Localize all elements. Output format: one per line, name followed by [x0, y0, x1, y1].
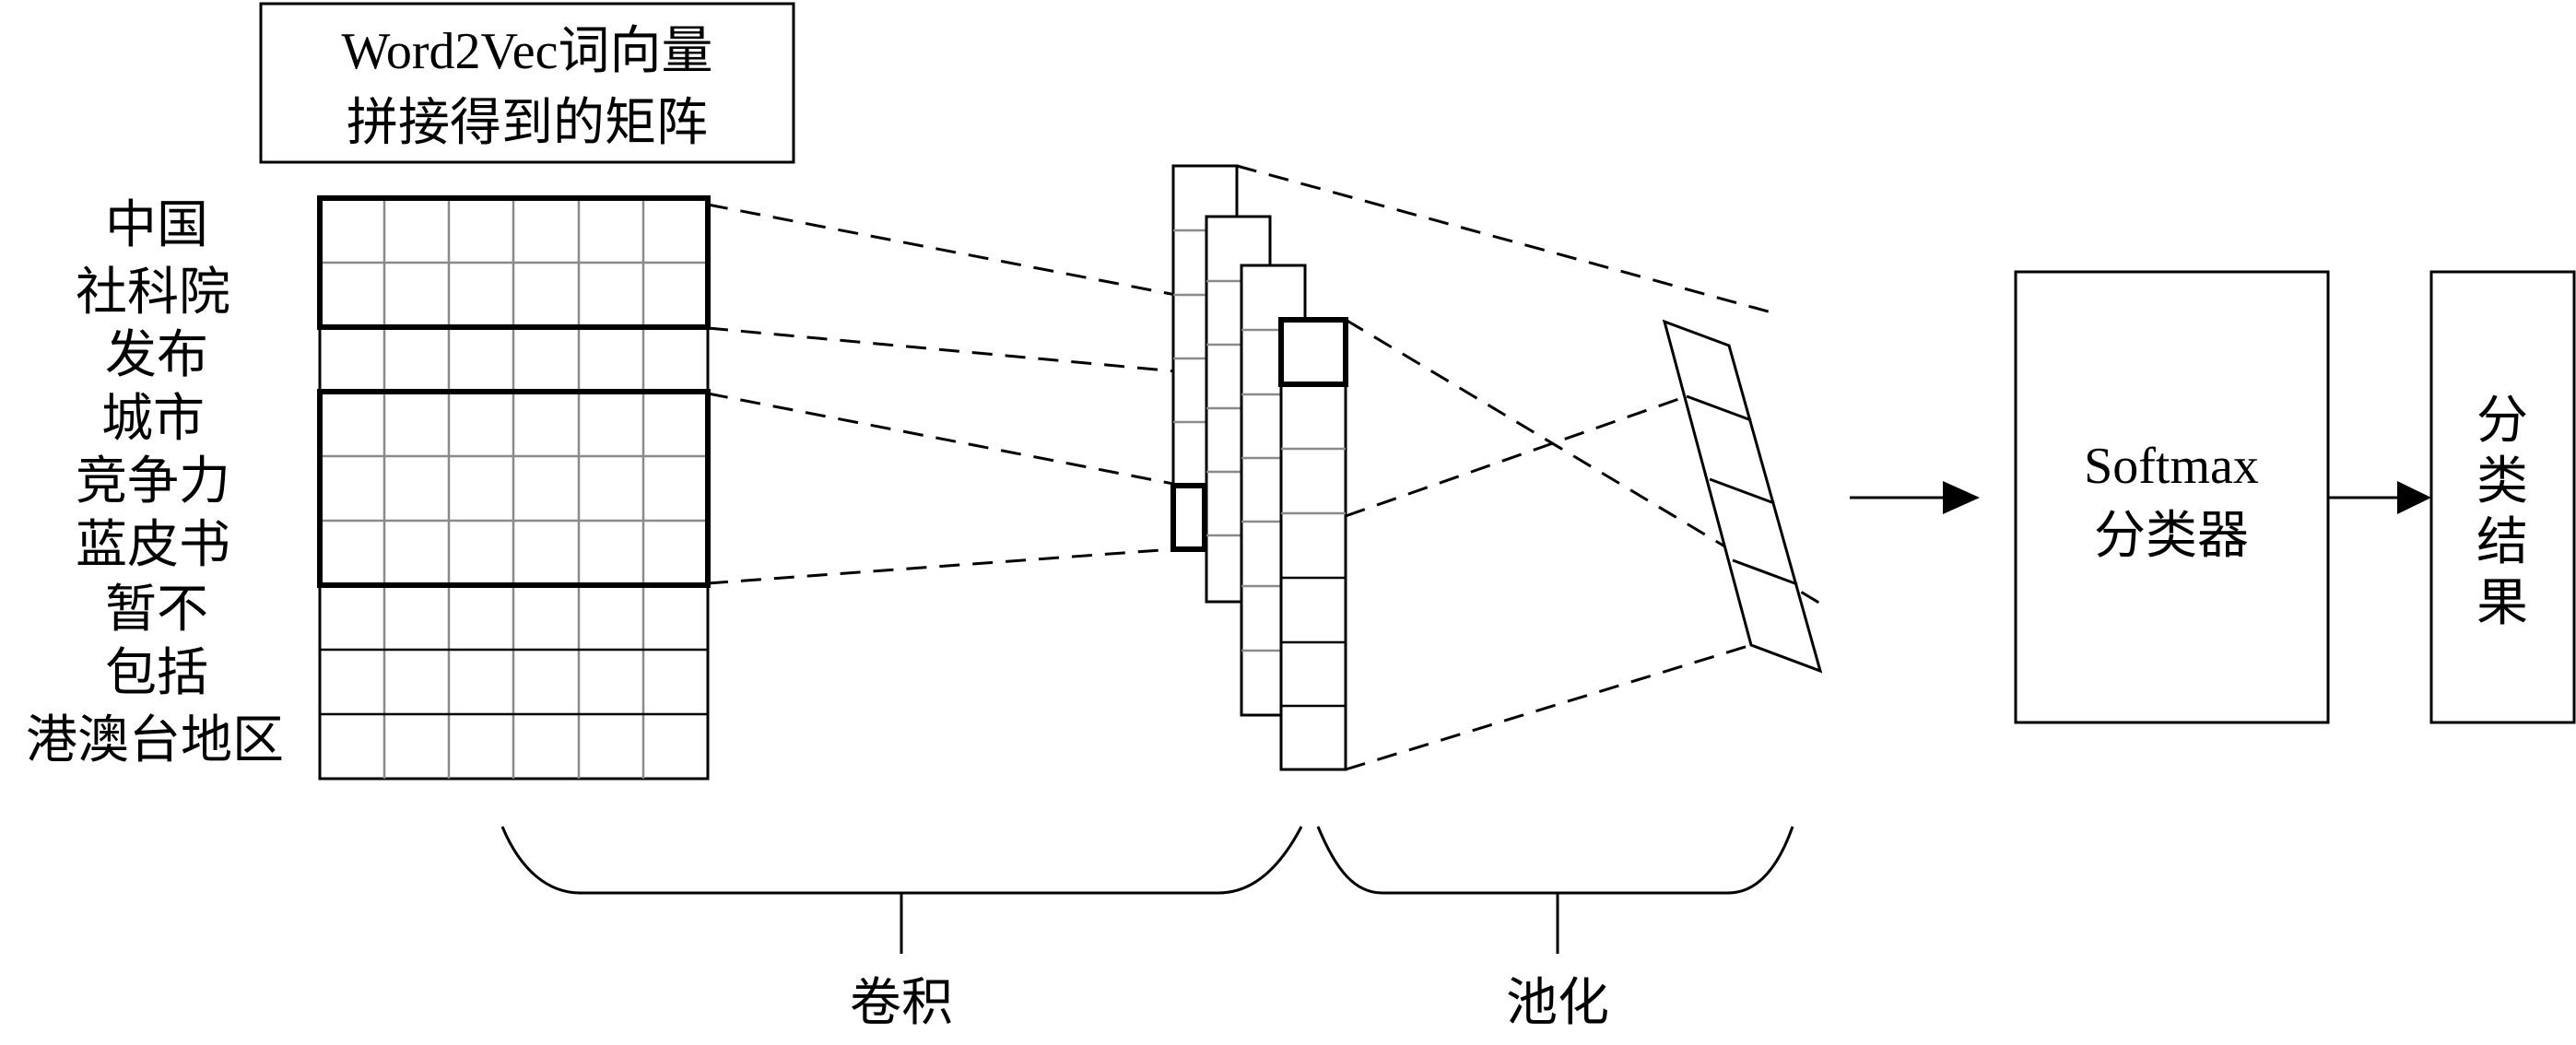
word-label: 中国: [105, 197, 208, 254]
arrow-to-softmax: [1850, 481, 1980, 514]
pooling-brace: 池化: [1316, 826, 1794, 1032]
feature-maps: [1170, 164, 1348, 771]
result-char: 分: [2476, 393, 2528, 450]
input-caption-line2: 拼接得到的矩阵: [347, 95, 708, 152]
softmax-classifier-box: Softmax 分类器: [2014, 270, 2330, 724]
word-label: 发布: [105, 327, 208, 384]
embedding-matrix: [317, 195, 711, 781]
filter-window-size-2: [317, 195, 711, 330]
word-labels: 中国 社科院 发布 城市 竞争力 蓝皮书 暂不 包括 港澳台地区: [26, 197, 284, 769]
result-char: 结: [2476, 514, 2528, 571]
word-label: 竞争力: [76, 453, 230, 511]
pooling-label: 池化: [1506, 975, 1609, 1032]
word-label: 包括: [105, 645, 208, 702]
result-char: 果: [2476, 575, 2528, 632]
feature-map-front: [1278, 317, 1348, 771]
feature-map-highlight-front: [1278, 317, 1348, 387]
arrow-to-result: [2328, 481, 2431, 514]
filter-window-size-3: [317, 389, 711, 588]
feature-map-highlight-back: [1170, 483, 1207, 552]
word-label: 港澳台地区: [26, 712, 284, 769]
classification-result-box: 分 类 结 果: [2429, 270, 2576, 724]
result-char: 类: [2476, 453, 2528, 511]
word-label: 暂不: [105, 581, 208, 639]
convolution-brace: 卷积: [500, 826, 1303, 1032]
convolution-label: 卷积: [850, 975, 953, 1032]
pooled-vector: [1662, 319, 1823, 674]
input-caption-line1: Word2Vec词向量: [342, 23, 713, 80]
input-matrix-caption: Word2Vec词向量 拼接得到的矩阵: [259, 2, 795, 164]
word-label: 社科院: [76, 264, 230, 322]
word-label: 蓝皮书: [76, 517, 230, 574]
softmax-label-line1: Softmax: [2084, 438, 2259, 495]
word-label: 城市: [101, 391, 205, 448]
softmax-label-line2: 分类器: [2094, 508, 2249, 565]
